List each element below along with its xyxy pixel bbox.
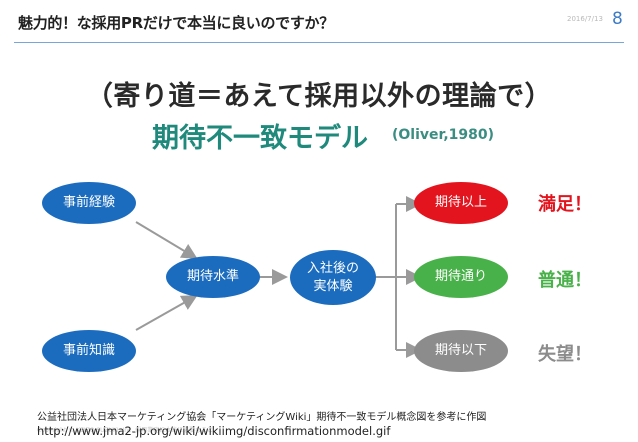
slide-date: 2016/7/13 [567, 15, 603, 23]
slide-header: 魅力的！な採用PRだけで本当に良いのですか？ 2016/7/13 8 [0, 0, 638, 44]
outcome-normal: 普通！ [538, 270, 592, 291]
slide-title: 魅力的！な採用PRだけで本当に良いのですか？ [18, 14, 334, 32]
slide-heading: （寄り道＝あえて採用以外の理論で） [85, 81, 553, 112]
node-post-entry-experience: 入社後の 実体験 [290, 250, 376, 305]
model-title: 期待不一致モデル [152, 123, 368, 154]
outcome-disappointed: 失望！ [538, 344, 592, 365]
node-prior-knowledge: 事前知識 [42, 330, 136, 372]
node-prior-experience-label: 事前経験 [62, 195, 115, 211]
arrow-knowledge-to-expectation [135, 295, 198, 331]
node-as-expected: 期待通り [414, 256, 508, 298]
node-as-expected-label: 期待通り [434, 269, 487, 285]
source-note: 公益社団法人日本マーケティング協会「マーケティングWiki」期待不一致モデル概念… [37, 412, 487, 423]
header-divider [14, 42, 624, 43]
node-post-entry-label-line1: 入社後の [306, 260, 359, 276]
node-expectation-level-label: 期待水準 [186, 269, 239, 285]
arrow-experience-to-expectation [135, 221, 198, 260]
node-above-expectation-label: 期待以上 [434, 195, 487, 211]
node-prior-knowledge-label: 事前知識 [62, 343, 115, 359]
source-url[interactable]: http://www.jma2-jp.org/wiki/wikiimg/disc… [37, 424, 391, 438]
node-post-entry-label-line2: 実体験 [313, 278, 353, 294]
faint-watermark-text: Copyright © KEIZO SUZUKI, Inc. 採用業務に本当に必… [37, 427, 214, 434]
node-above-expectation: 期待以上 [414, 182, 508, 224]
model-citation: (Oliver,1980) [392, 127, 495, 143]
node-expectation-level: 期待水準 [166, 256, 260, 298]
outcome-satisfied: 満足！ [538, 194, 592, 215]
node-prior-experience: 事前経験 [42, 182, 136, 224]
node-below-expectation-label: 期待以下 [434, 343, 487, 359]
page-number: 8 [612, 9, 623, 29]
node-below-expectation: 期待以下 [414, 330, 508, 372]
